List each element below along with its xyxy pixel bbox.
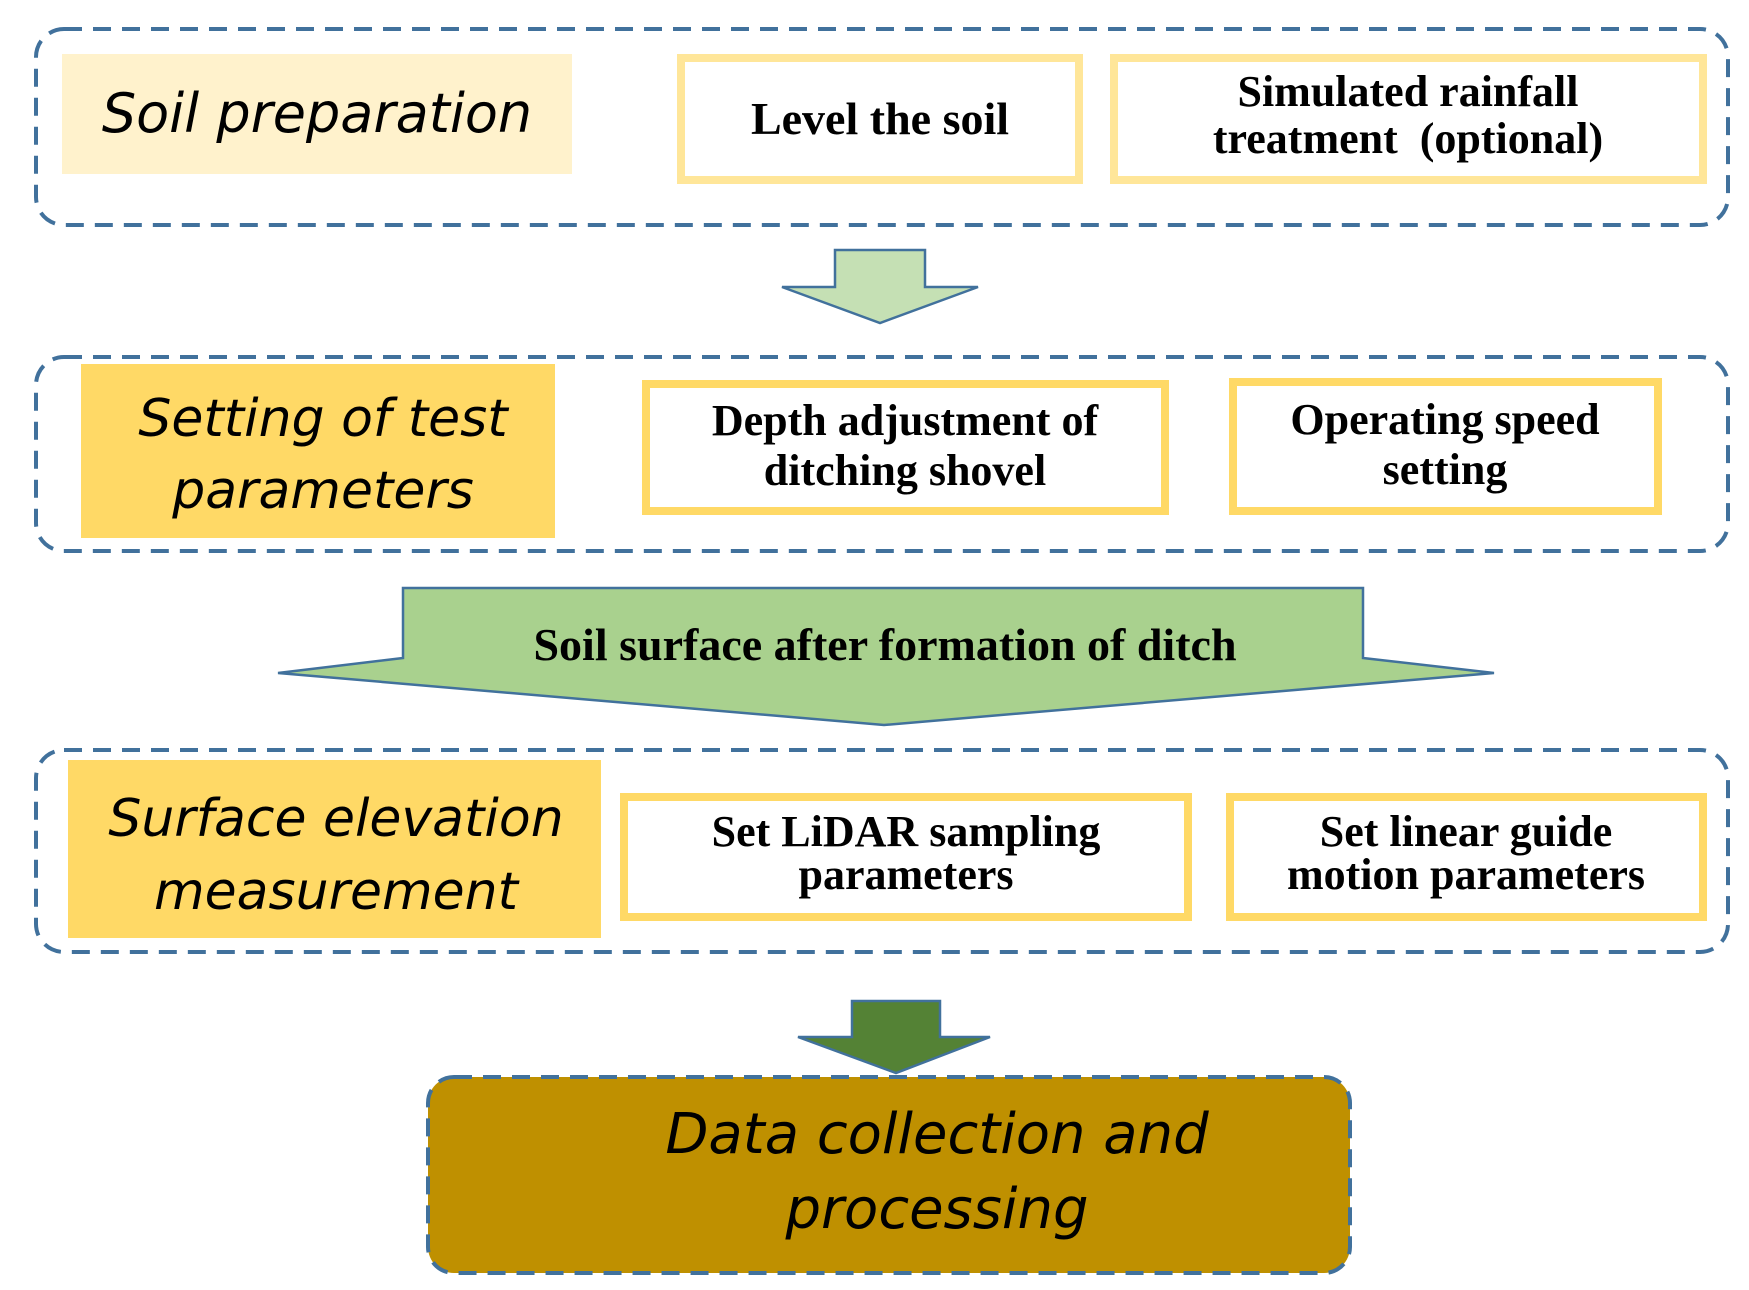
stage-3-title-box bbox=[68, 760, 601, 938]
step-depth-adjustment bbox=[642, 380, 1169, 515]
stage-3-title-line-1: Surface elevation bbox=[108, 789, 563, 849]
stage-2-title-box bbox=[81, 364, 555, 538]
step-depth-adjustment-label-line-2: ditching shovel bbox=[764, 446, 1046, 495]
step-linear-guide-label-line-2: motion parameters bbox=[1287, 850, 1645, 899]
step-operating-speed-label-line-2: setting bbox=[1383, 445, 1508, 494]
step-operating-speed bbox=[1229, 378, 1662, 515]
final-step: Data collection and processing bbox=[426, 1075, 1352, 1275]
stage-2-dashed-container bbox=[34, 355, 1730, 553]
stage-1-title: Soil preparation bbox=[102, 82, 532, 145]
step-linear-guide bbox=[1226, 793, 1707, 921]
stage-1-title-box bbox=[62, 54, 572, 174]
stage-3-dashed-container bbox=[34, 748, 1730, 954]
final-step-box bbox=[426, 1075, 1352, 1275]
stage-1-dashed-container bbox=[34, 27, 1730, 227]
step-depth-adjustment-label-line-1: Depth adjustment of bbox=[712, 396, 1100, 445]
step-level-soil bbox=[677, 54, 1083, 184]
stage-3-title-line-2: measurement bbox=[154, 862, 520, 922]
down-arrow-2 bbox=[277, 586, 1495, 727]
step-simulated-rainfall-label-line-1: Simulated rainfall bbox=[1237, 67, 1578, 116]
transition-arrow: Soil surface after formation of ditch bbox=[277, 586, 1495, 727]
stage-2-title-line-1: Setting of test bbox=[138, 389, 509, 449]
final-step-label-line-2: processing bbox=[784, 1177, 1088, 1242]
stage-test-parameters: Setting of test parameters Depth adjustm… bbox=[34, 355, 1730, 553]
step-simulated-rainfall-label-line-2: treatment (optional) bbox=[1213, 114, 1603, 163]
step-operating-speed-label-line-1: Operating speed bbox=[1290, 395, 1599, 444]
step-lidar-sampling-label-line-1: Set LiDAR sampling bbox=[712, 807, 1101, 856]
final-step-label-line-1: Data collection and bbox=[665, 1102, 1209, 1167]
stage-2-title-line-2: parameters bbox=[171, 461, 474, 521]
step-linear-guide-label-line-1: Set linear guide bbox=[1320, 807, 1613, 856]
step-simulated-rainfall bbox=[1110, 54, 1707, 184]
step-lidar-sampling-label-line-2: parameters bbox=[798, 850, 1013, 899]
step-lidar-sampling bbox=[620, 793, 1192, 921]
step-level-soil-label: Level the soil bbox=[751, 93, 1009, 144]
transition-label: Soil surface after formation of ditch bbox=[533, 619, 1236, 670]
down-arrow-3 bbox=[797, 999, 991, 1075]
stage-soil-preparation: Soil preparation Level the soil Simulate… bbox=[34, 27, 1730, 227]
down-arrow-1 bbox=[781, 248, 979, 325]
stage-surface-elevation: Surface elevation measurement Set LiDAR … bbox=[34, 748, 1730, 954]
